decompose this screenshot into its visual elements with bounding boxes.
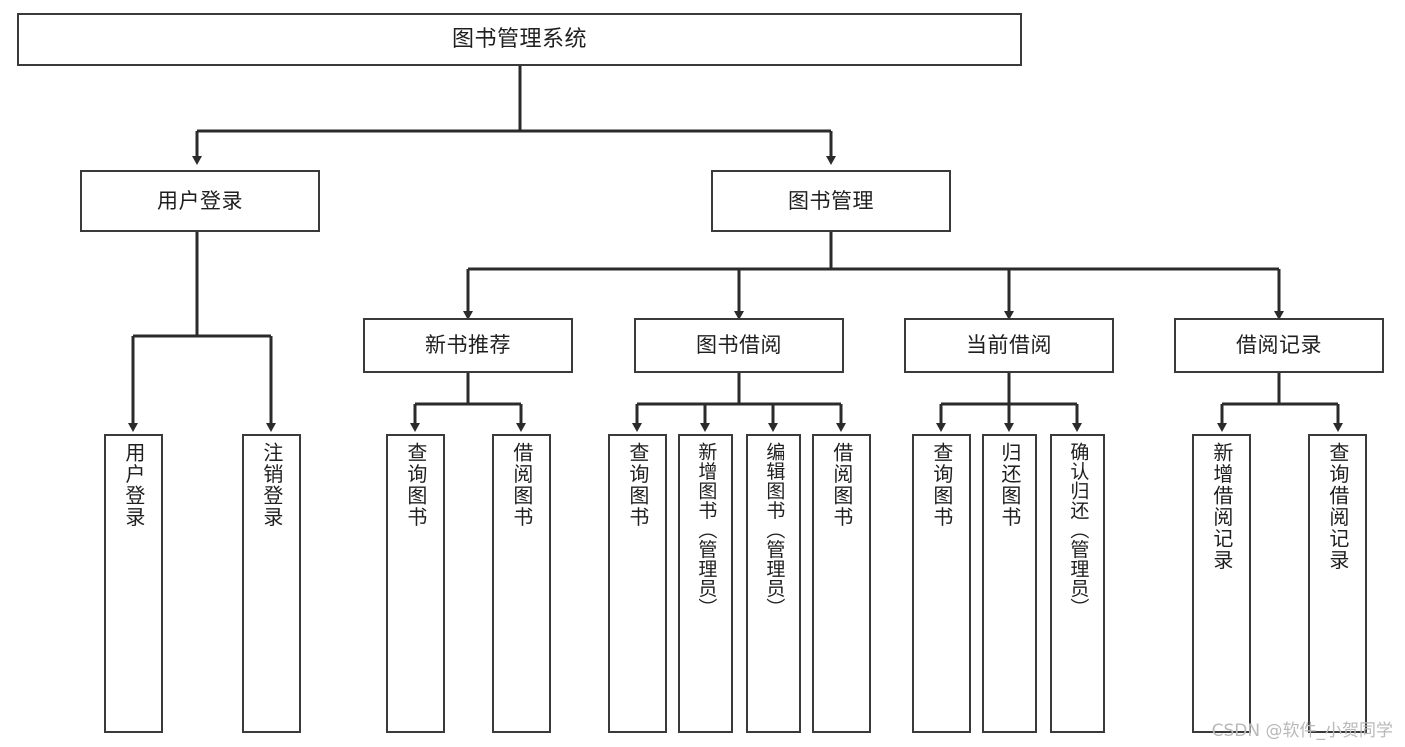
node-leaf-query-book-1-label: 查询图书	[403, 442, 428, 528]
node-leaf-logout-login-label: 注销登录	[259, 442, 284, 528]
node-leaf-logout-login[interactable]: 注销登录	[242, 434, 301, 733]
node-leaf-edit-book[interactable]: 编辑图书（管理员）	[746, 434, 801, 733]
csdn-watermark: CSDN @软件_小贺同学	[1211, 721, 1393, 741]
node-leaf-query-book-1[interactable]: 查询图书	[386, 434, 445, 733]
node-leaf-user-login-label: 用户登录	[121, 442, 146, 528]
node-leaf-add-borrow-record-label: 新增借阅记录	[1209, 442, 1234, 571]
node-root-system-label: 图书管理系统	[451, 26, 587, 52]
node-leaf-borrow-book-2[interactable]: 借阅图书	[812, 434, 871, 733]
node-leaf-confirm-return[interactable]: 确认归还（管理员）	[1050, 434, 1105, 733]
node-leaf-query-book-3[interactable]: 查询图书	[912, 434, 971, 733]
node-leaf-query-book-2-label: 查询图书	[625, 442, 650, 528]
node-leaf-borrow-book-1-label: 借阅图书	[509, 442, 534, 528]
node-leaf-add-book[interactable]: 新增图书（管理员）	[678, 434, 733, 733]
node-book-borrow-label: 图书借阅	[696, 333, 782, 358]
node-leaf-add-borrow-record[interactable]: 新增借阅记录	[1192, 434, 1251, 733]
node-new-book-recommend[interactable]: 新书推荐	[363, 318, 573, 373]
node-leaf-add-book-label: 新增图书（管理员）	[695, 442, 718, 618]
node-user-login-label: 用户登录	[157, 188, 243, 213]
node-leaf-return-book[interactable]: 归还图书	[982, 434, 1037, 733]
node-leaf-edit-book-label: 编辑图书（管理员）	[763, 442, 786, 618]
node-leaf-return-book-label: 归还图书	[997, 442, 1022, 528]
node-book-management[interactable]: 图书管理	[711, 170, 951, 232]
node-leaf-query-borrow-record-label: 查询借阅记录	[1325, 442, 1350, 571]
node-leaf-query-book-2[interactable]: 查询图书	[608, 434, 667, 733]
node-book-management-label: 图书管理	[788, 188, 874, 213]
node-leaf-query-borrow-record[interactable]: 查询借阅记录	[1308, 434, 1367, 733]
node-leaf-query-book-3-label: 查询图书	[929, 442, 954, 528]
node-leaf-borrow-book-1[interactable]: 借阅图书	[492, 434, 551, 733]
node-leaf-borrow-book-2-label: 借阅图书	[829, 442, 854, 528]
node-borrow-record[interactable]: 借阅记录	[1174, 318, 1384, 373]
node-current-borrow-label: 当前借阅	[966, 333, 1052, 358]
node-new-book-recommend-label: 新书推荐	[425, 333, 511, 358]
node-current-borrow[interactable]: 当前借阅	[904, 318, 1114, 373]
node-user-login[interactable]: 用户登录	[80, 170, 320, 232]
node-borrow-record-label: 借阅记录	[1236, 333, 1322, 358]
node-leaf-confirm-return-label: 确认归还（管理员）	[1067, 442, 1090, 618]
node-book-borrow[interactable]: 图书借阅	[634, 318, 844, 373]
node-root-system[interactable]: 图书管理系统	[17, 13, 1022, 66]
node-leaf-user-login[interactable]: 用户登录	[104, 434, 163, 733]
